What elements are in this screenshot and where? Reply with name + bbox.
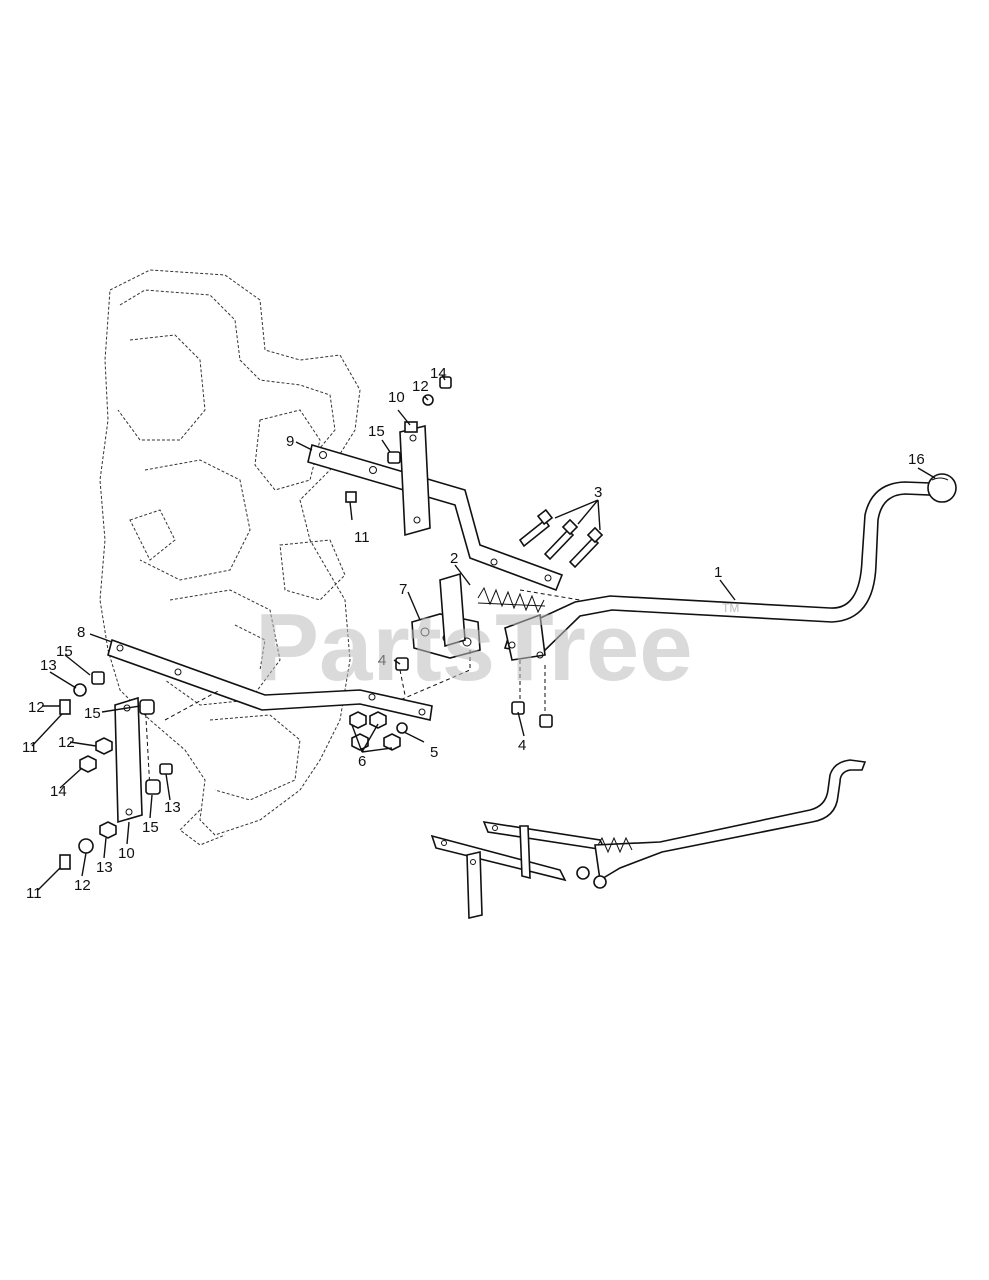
callout-4: 4: [378, 652, 386, 669]
watermark-tm: TM: [722, 601, 739, 615]
callout-1: 1: [714, 564, 722, 581]
callout-2: 2: [450, 550, 458, 567]
part-7-plate: [411, 572, 481, 659]
watermark: PartsTree TM: [255, 594, 739, 701]
part-16-knob: [927, 473, 957, 503]
part-2-spring: [477, 586, 546, 614]
callout-14: 14: [50, 783, 67, 800]
callouts: 1 2 3 4 4 5 6 7 8 9 10 10 11 11 11 12 12…: [22, 365, 925, 902]
callout-13: 13: [40, 657, 57, 674]
part-10-strap-lower: [114, 696, 143, 824]
assembly-lines: [144, 589, 581, 791]
callout-16: 16: [908, 451, 925, 468]
engine-outline: [99, 269, 361, 846]
callout-15: 15: [368, 423, 385, 440]
callout-3: 3: [594, 484, 602, 501]
callout-9: 9: [286, 433, 294, 450]
callout-12: 12: [74, 877, 91, 894]
callout-11: 11: [26, 885, 42, 902]
callout-11: 11: [22, 739, 38, 756]
callout-12: 12: [58, 734, 75, 751]
hardware: [59, 376, 553, 870]
callout-11: 11: [354, 529, 370, 546]
part-9-bracket: [307, 443, 564, 592]
callout-4: 4: [518, 737, 526, 754]
callout-12: 12: [28, 699, 45, 716]
callout-10: 10: [118, 845, 135, 862]
callout-5: 5: [430, 744, 438, 761]
callout-15: 15: [142, 819, 159, 836]
assembled-view-inset: [430, 759, 867, 919]
callout-13: 13: [164, 799, 181, 816]
part-1-handle: [503, 481, 931, 661]
callout-14: 14: [430, 365, 447, 382]
callout-13: 13: [96, 859, 113, 876]
watermark-text: PartsTree: [255, 594, 693, 701]
part-3-bolts: [518, 508, 604, 569]
callout-7: 7: [399, 581, 407, 598]
callout-8: 8: [77, 624, 85, 641]
callout-15: 15: [56, 643, 73, 660]
callout-12: 12: [412, 378, 429, 395]
callout-15: 15: [84, 705, 101, 722]
leader-lines: [31, 374, 936, 891]
callout-6: 6: [358, 753, 366, 770]
callout-10: 10: [388, 389, 405, 406]
part-8-bracket: [107, 638, 433, 721]
part-10-strap-upper: [399, 424, 431, 537]
